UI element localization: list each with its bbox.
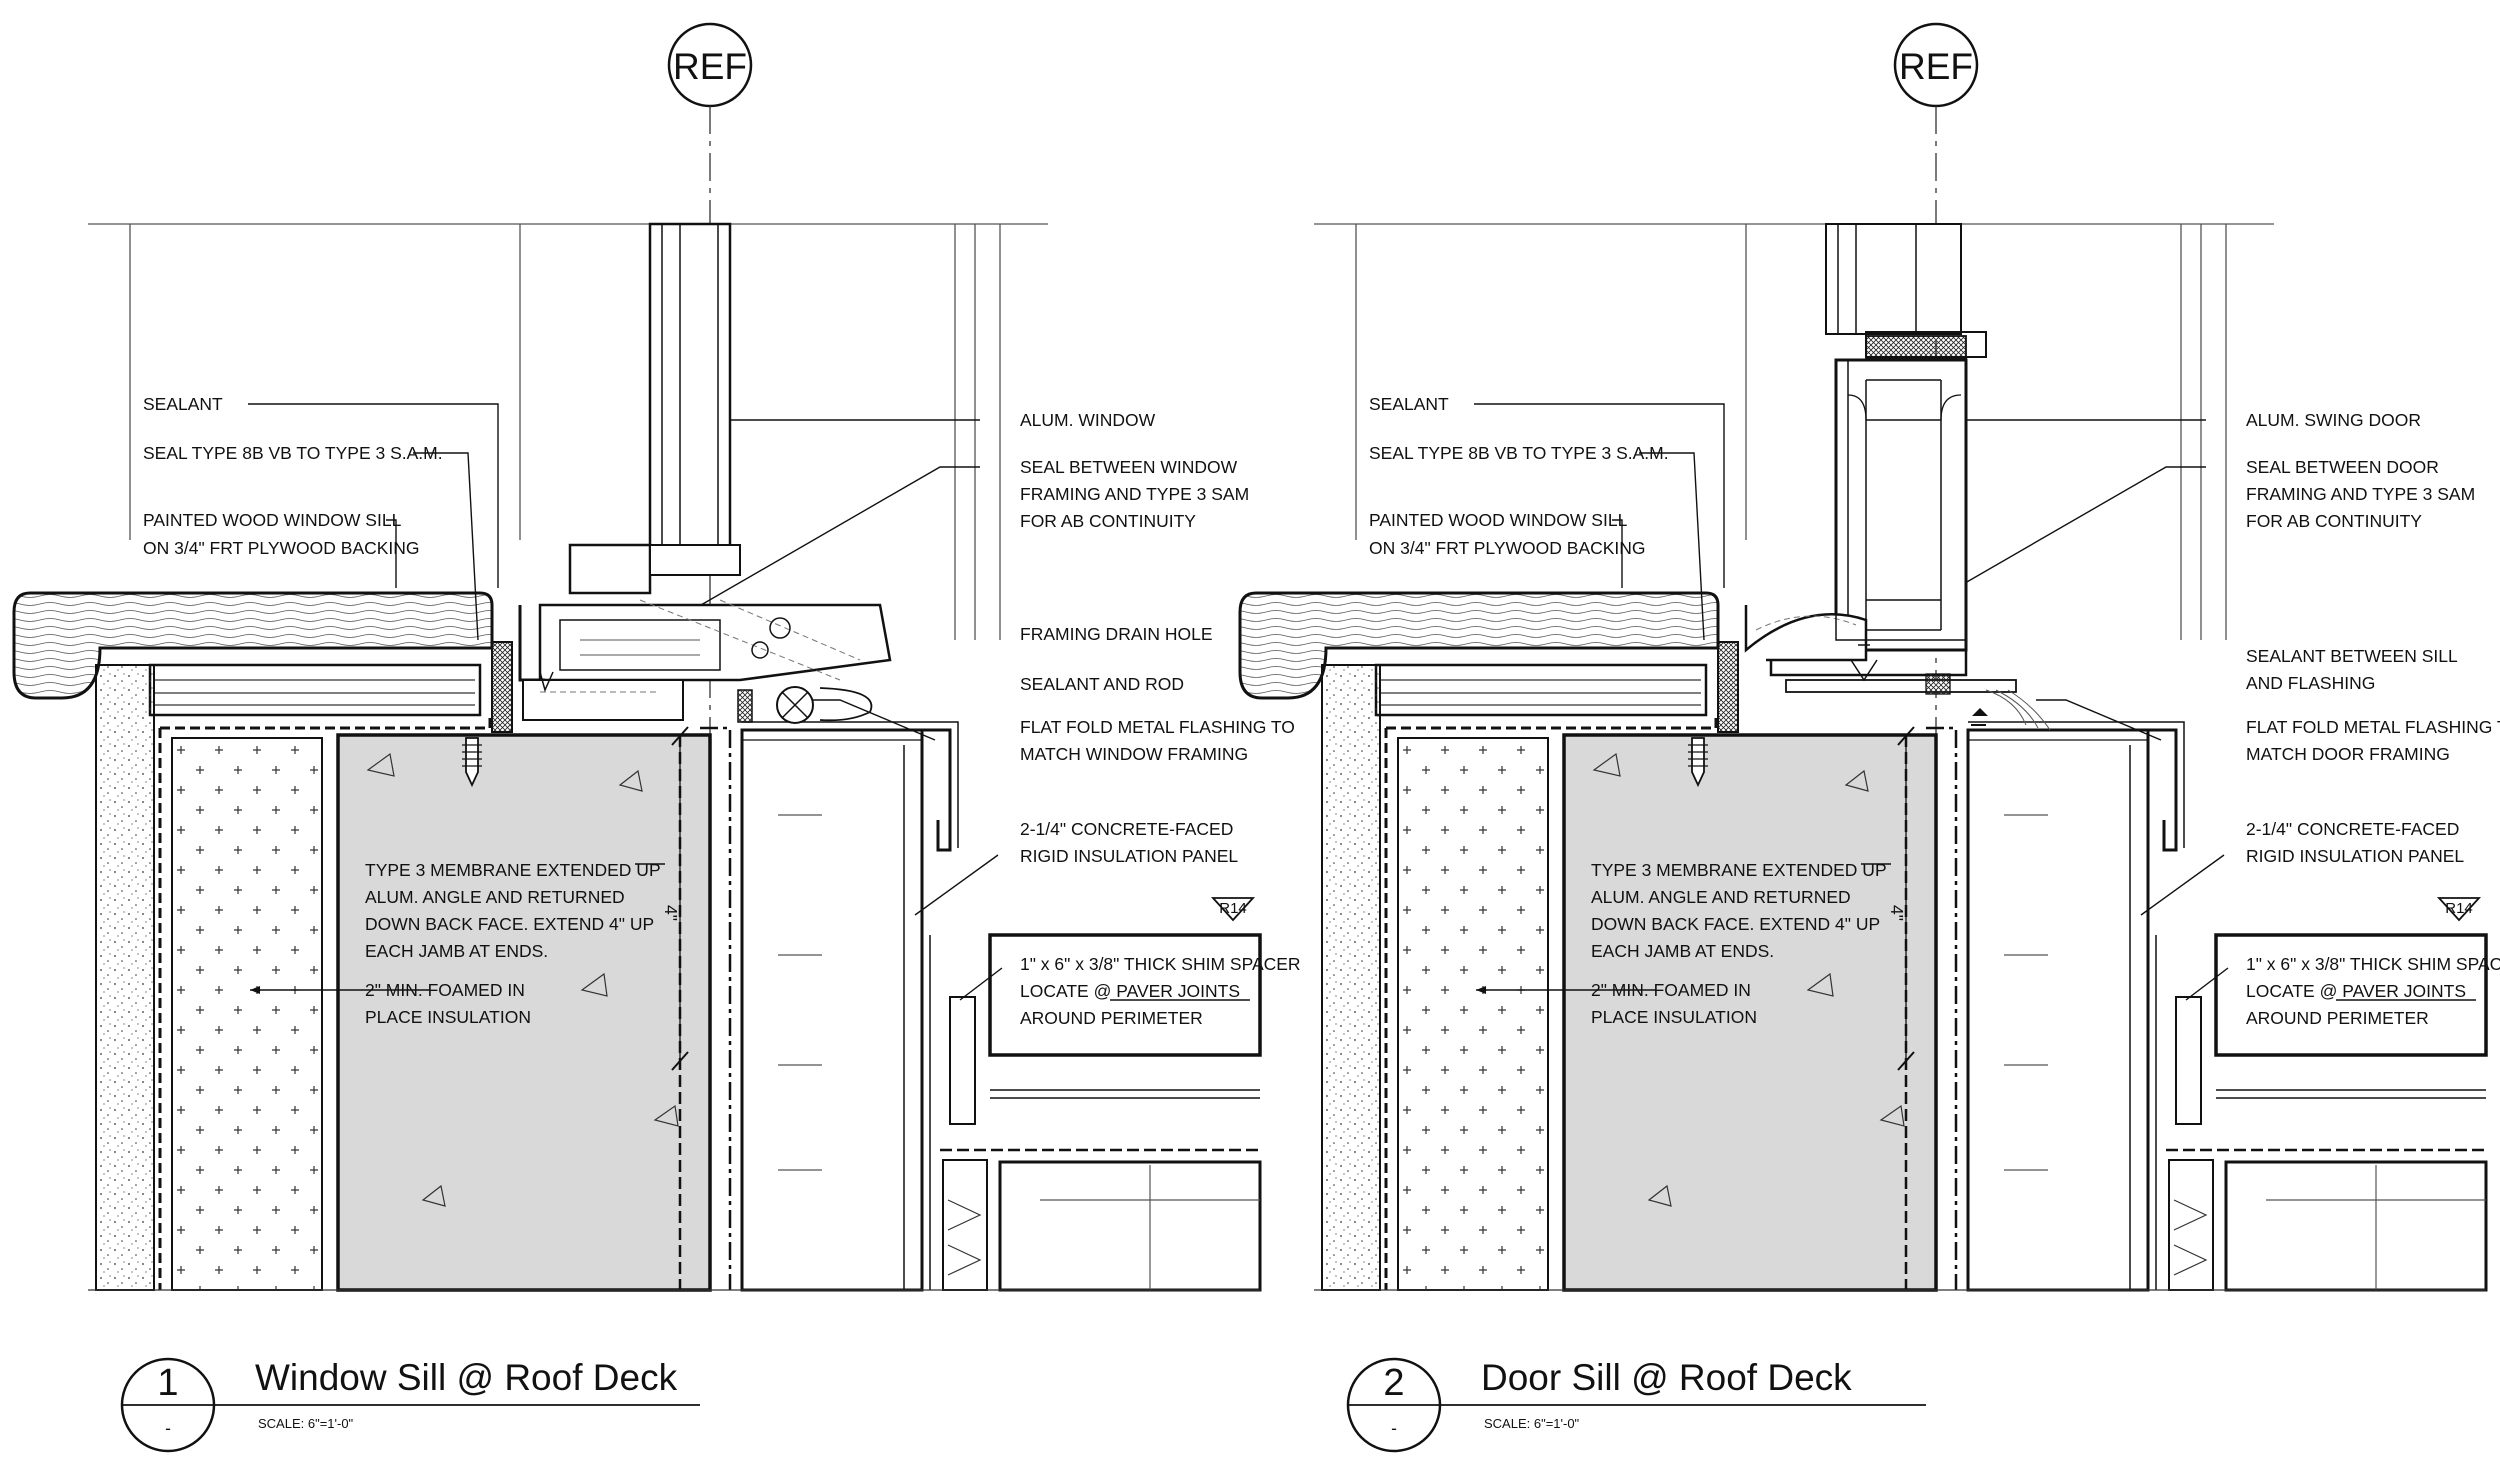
note-sill-sealant-line-2: AND FLASHING xyxy=(2246,673,2375,693)
note-seal-line-1: SEAL BETWEEN DOOR xyxy=(2246,457,2439,477)
note-sill-sealant-line-1: SEALANT BETWEEN SILL xyxy=(2246,646,2458,666)
note-flashing-line-1: FLAT FOLD METAL FLASHING TO xyxy=(1020,717,1295,737)
note-membrane-line-1: TYPE 3 MEMBRANE EXTENDED UP xyxy=(1591,860,1887,880)
note-panel-line-2: RIGID INSULATION PANEL xyxy=(2246,846,2464,866)
note-shim-line-3: AROUND PERIMETER xyxy=(2246,1008,2429,1028)
note-panel-line-1: 2-1/4" CONCRETE-FACED xyxy=(1020,819,1233,839)
note-sill-line-2: ON 3/4" FRT PLYWOOD BACKING xyxy=(143,538,420,558)
dimension-label: 4" xyxy=(1887,905,1907,921)
detail-scale: SCALE: 6"=1'-0" xyxy=(1484,1416,1580,1431)
note-frame: ALUM. SWING DOOR xyxy=(2246,410,2421,430)
detail-number: 2 xyxy=(1383,1362,1404,1404)
note-shim-line-1: 1" x 6" x 3/8" THICK SHIM SPACER xyxy=(2246,954,2500,974)
note-shim-line-2: LOCATE @ PAVER JOINTS xyxy=(1020,981,1240,1001)
note-membrane-line-3: DOWN BACK FACE. EXTEND 4" UP xyxy=(365,914,654,934)
note-flashing-line-1: FLAT FOLD METAL FLASHING TO xyxy=(2246,717,2500,737)
note-sill-line-1: PAINTED WOOD WINDOW SILL xyxy=(1369,510,1628,530)
note-membrane-line-2: ALUM. ANGLE AND RETURNED xyxy=(365,887,625,907)
note-seal-type: SEAL TYPE 8B VB TO TYPE 3 S.A.M. xyxy=(143,443,443,463)
note-membrane-line-4: EACH JAMB AT ENDS. xyxy=(1591,941,1774,961)
detail-window-sill xyxy=(12,22,1262,1453)
note-foam-line-2: PLACE INSULATION xyxy=(1591,1007,1757,1027)
detail-title: Door Sill @ Roof Deck xyxy=(1481,1357,1852,1398)
detail-sheet-ref: - xyxy=(1391,1418,1397,1438)
detail-number: 1 xyxy=(157,1362,178,1404)
note-seal-line-3: FOR AB CONTINUITY xyxy=(2246,511,2422,531)
note-flashing-line-2: MATCH DOOR FRAMING xyxy=(2246,744,2450,764)
detail-1-text: REF SEALANT SEAL TYPE 8B VB TO TYPE 3 S.… xyxy=(143,46,1301,1438)
detail-title: Window Sill @ Roof Deck xyxy=(255,1357,678,1398)
note-drain-hole: FRAMING DRAIN HOLE xyxy=(1020,624,1213,644)
note-membrane-line-1: TYPE 3 MEMBRANE EXTENDED UP xyxy=(365,860,661,880)
note-membrane-line-2: ALUM. ANGLE AND RETURNED xyxy=(1591,887,1851,907)
section-tag: R14 xyxy=(2445,900,2473,917)
note-sealant: SEALANT xyxy=(143,394,223,414)
dimension-label: 4" xyxy=(661,905,681,921)
note-shim-line-2: LOCATE @ PAVER JOINTS xyxy=(2246,981,2466,1001)
note-foam-line-2: PLACE INSULATION xyxy=(365,1007,531,1027)
note-foam-line-1: 2" MIN. FOAMED IN xyxy=(1591,980,1751,1000)
note-seal-line-2: FRAMING AND TYPE 3 SAM xyxy=(1020,484,1249,504)
section-tag: R14 xyxy=(1219,900,1247,917)
note-membrane-line-4: EACH JAMB AT ENDS. xyxy=(365,941,548,961)
note-shim-line-3: AROUND PERIMETER xyxy=(1020,1008,1203,1028)
detail-2-text: REF SEALANT SEAL TYPE 8B VB TO TYPE 3 S.… xyxy=(1369,46,2500,1438)
note-sill-line-1: PAINTED WOOD WINDOW SILL xyxy=(143,510,402,530)
ref-marker-label: REF xyxy=(673,46,747,87)
note-membrane-line-3: DOWN BACK FACE. EXTEND 4" UP xyxy=(1591,914,1880,934)
note-foam-line-1: 2" MIN. FOAMED IN xyxy=(365,980,525,1000)
detail-scale: SCALE: 6"=1'-0" xyxy=(258,1416,354,1431)
note-panel-line-2: RIGID INSULATION PANEL xyxy=(1020,846,1238,866)
note-flashing-line-2: MATCH WINDOW FRAMING xyxy=(1020,744,1248,764)
ref-marker-label: REF xyxy=(1899,46,1973,87)
note-sill-line-2: ON 3/4" FRT PLYWOOD BACKING xyxy=(1369,538,1646,558)
detail-sheet-ref: - xyxy=(165,1418,171,1438)
note-frame: ALUM. WINDOW xyxy=(1020,410,1156,430)
note-panel-line-1: 2-1/4" CONCRETE-FACED xyxy=(2246,819,2459,839)
detail-door-sill xyxy=(1238,22,2488,1453)
note-sealant-rod: SEALANT AND ROD xyxy=(1020,674,1184,694)
note-shim-line-1: 1" x 6" x 3/8" THICK SHIM SPACER xyxy=(1020,954,1301,974)
note-seal-line-2: FRAMING AND TYPE 3 SAM xyxy=(2246,484,2475,504)
note-seal-line-1: SEAL BETWEEN WINDOW xyxy=(1020,457,1238,477)
note-seal-type: SEAL TYPE 8B VB TO TYPE 3 S.A.M. xyxy=(1369,443,1669,463)
note-sealant: SEALANT xyxy=(1369,394,1449,414)
note-seal-line-3: FOR AB CONTINUITY xyxy=(1020,511,1196,531)
